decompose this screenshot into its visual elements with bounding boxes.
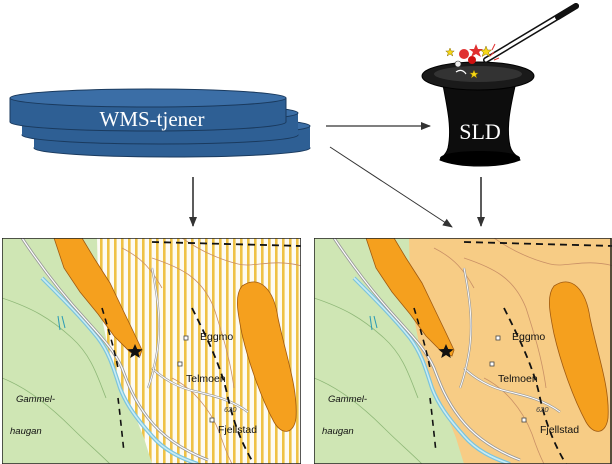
label-eggmo: Eggmo	[512, 331, 545, 343]
map-left-labels: Gammel- haugan Eggmo Telmoen 620 Fjellst…	[10, 331, 257, 437]
label-eggmo: Eggmo	[200, 331, 233, 343]
label-gammel: Gammel-	[328, 394, 367, 405]
label-fjellstad: Fjellstad	[218, 424, 257, 436]
label-telmoen: Telmoen	[186, 373, 226, 385]
label-haugan: haugan	[10, 426, 42, 437]
map-right-labels: Gammel- haugan Eggmo Telmoen 620 Fjellst…	[322, 331, 579, 437]
arrow-server-to-right-map	[329, 146, 453, 228]
sld-magic-hat: SLD	[421, 61, 535, 167]
map-star-icon	[438, 344, 454, 358]
label-telmoen: Telmoen	[498, 373, 538, 385]
label-gammel: Gammel-	[16, 394, 55, 405]
map-star-icon	[127, 344, 143, 358]
hat-crown	[439, 79, 521, 167]
label-fjellstad: Fjellstad	[540, 424, 579, 436]
server-label: WMS-tjener	[100, 107, 205, 131]
hat-label: SLD	[459, 119, 501, 144]
map-right-styled	[314, 238, 612, 464]
sparkle-stars-icon	[445, 43, 500, 79]
magic-wand-icon	[483, 3, 579, 63]
map-left-unstyled: #leftmap .deposit { fill: url(#stripes);…	[2, 238, 301, 464]
label-elev: 620	[536, 405, 549, 414]
wms-server: WMS-tjener	[9, 88, 311, 158]
label-elev: 620	[224, 405, 237, 414]
server-disk-front	[9, 88, 287, 132]
label-haugan: haugan	[322, 426, 354, 437]
